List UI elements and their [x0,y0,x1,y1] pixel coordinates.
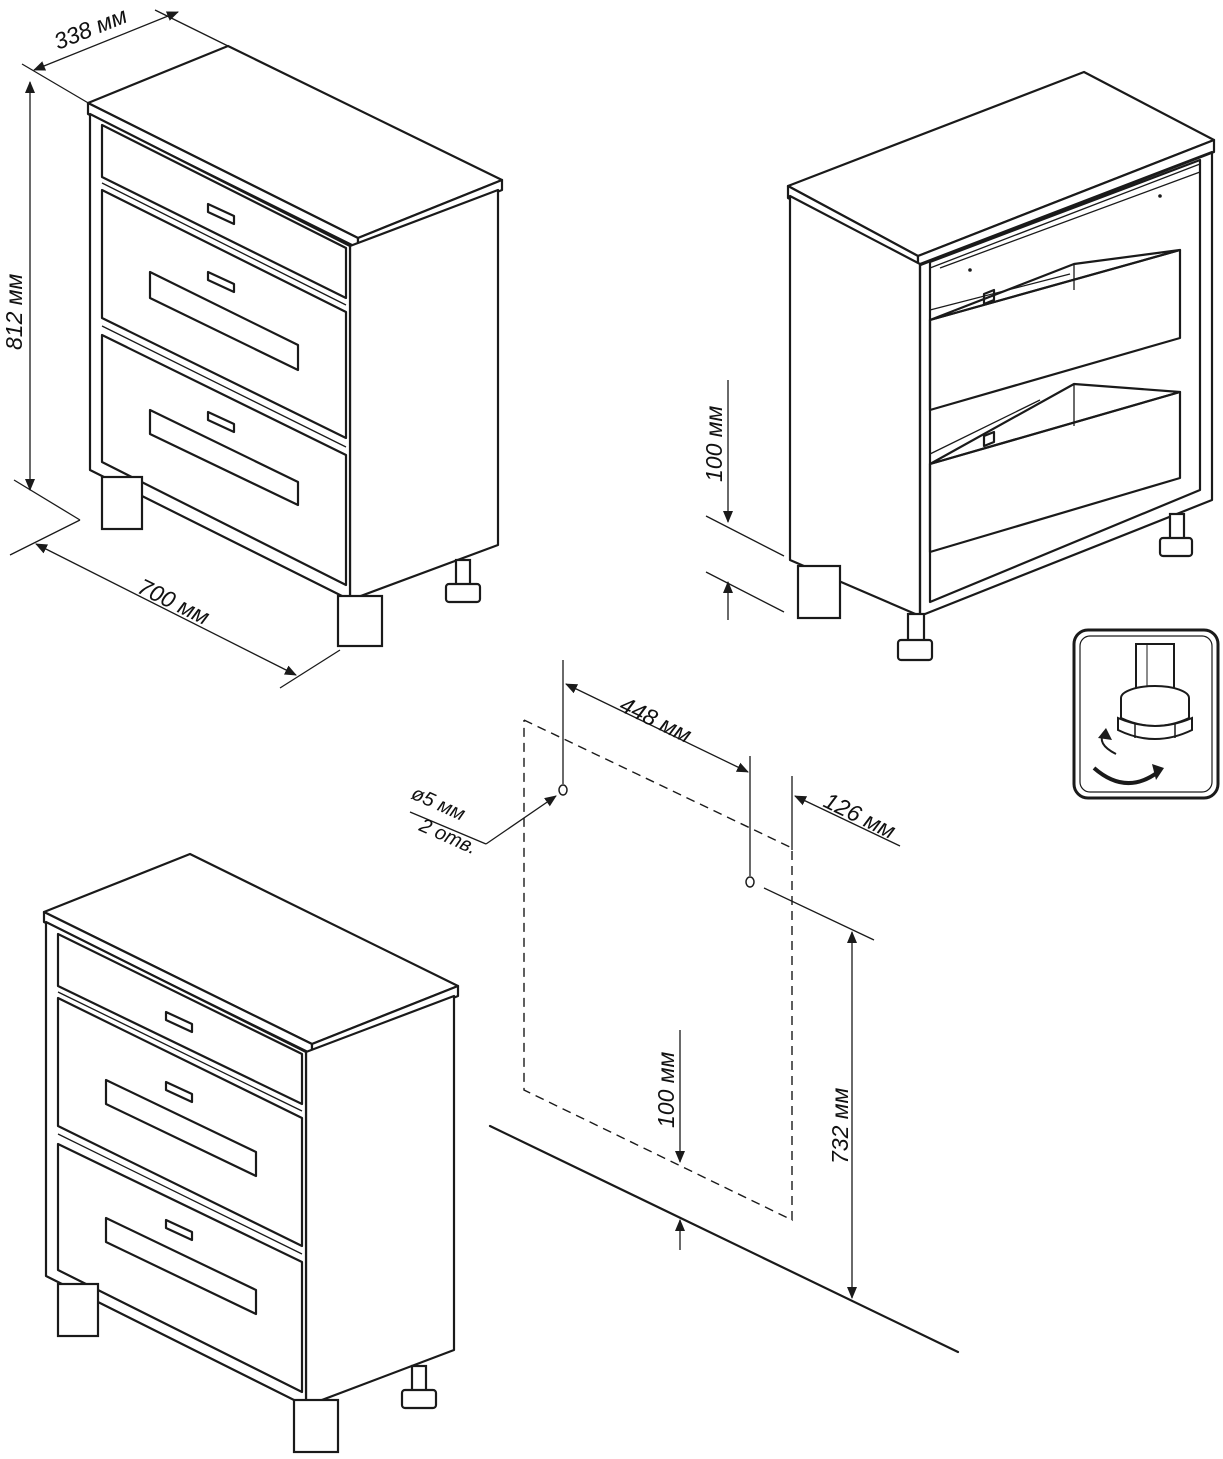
rear-leg-left [796,564,842,620]
dimension-height: 812 мм [1,81,81,521]
dimension-hole-diameter: ø5 мм 2 отв. [408,782,557,859]
rear-adjustable-foot-left [896,612,934,662]
dimension-hole-spacing-label: 448 мм [616,691,696,748]
cabinet-rear-view [786,70,1216,662]
dimension-back-gap-label: 100 мм [701,405,727,482]
handle-bottom-icon [148,408,300,507]
front-leg-left [100,475,144,531]
cabinet-installed-view [42,852,460,1454]
dimension-hole-count-label: 2 отв. [415,814,480,859]
dimension-hole-spacing: 448 мм [565,683,749,773]
wall-mounting-scheme [488,660,960,1354]
adjustable-foot-icon [1072,628,1220,800]
cabinet-front-view [86,44,504,648]
dimension-side-offset: 126 мм [794,787,901,847]
dimension-wall-gap: 100 мм [653,1030,685,1250]
dimension-back-gap: 100 мм [701,380,785,620]
dimension-hole-height: 732 мм [763,887,875,1299]
handle-middle-icon [148,270,300,372]
mount-hole-right [745,876,755,888]
rear-adjustable-foot-right [1158,512,1194,558]
dimension-height-label: 812 мм [1,273,27,350]
dimension-width-label: 700 мм [134,573,214,630]
handle-top-icon [206,202,236,226]
dimension-wall-gap-label: 100 мм [653,1051,679,1128]
dimension-hole-height-label: 732 мм [827,1087,853,1164]
mount-hole-left [558,784,568,796]
adjustable-foot [444,558,482,604]
front-leg-right [336,594,384,648]
dimension-side-offset-label: 126 мм [820,787,900,844]
dimension-hole-diameter-label: ø5 мм [408,782,469,825]
